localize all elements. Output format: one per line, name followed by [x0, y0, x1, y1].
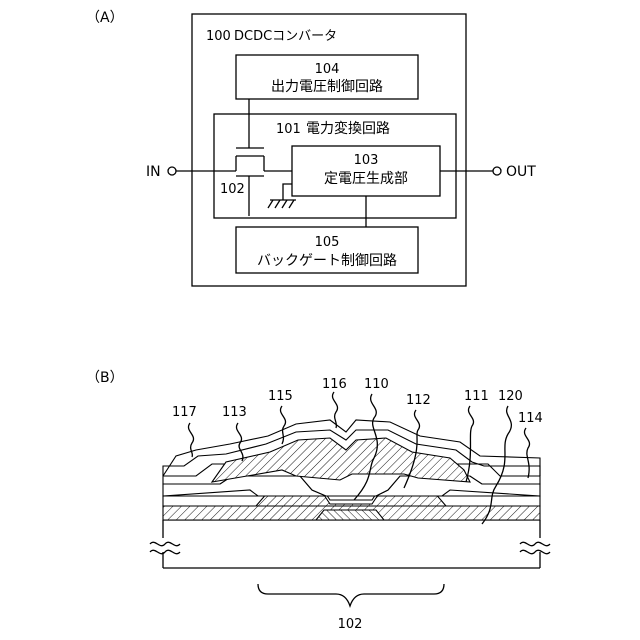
- bottom-brace: [258, 584, 444, 606]
- backgate-control-title: バックゲート制御回路: [257, 253, 397, 269]
- callout-116: 116: [322, 377, 347, 392]
- in-label: IN: [146, 164, 161, 180]
- output-control-title: 出力電圧制御回路: [271, 79, 383, 95]
- panel-b: （B）: [86, 370, 550, 632]
- panel-a: （A） 100 DCDCコンバータ 104 出力電圧制御回路 101 電力変換回…: [86, 10, 536, 286]
- callout-120: 120: [498, 389, 523, 404]
- callout-117: 117: [172, 405, 197, 420]
- constant-voltage-title: 定電圧生成部: [324, 171, 408, 187]
- substrate: [150, 520, 550, 568]
- out-terminal: [493, 167, 501, 175]
- panel-a-label: （A）: [86, 10, 124, 26]
- transistor-symbol: [236, 99, 264, 216]
- callout-110: 110: [364, 377, 389, 392]
- callout-115: 115: [268, 389, 293, 404]
- output-control-number: 104: [315, 62, 340, 77]
- in-terminal: [168, 167, 176, 175]
- layer-120-backgate: [316, 510, 384, 520]
- panel-b-label: （B）: [86, 370, 124, 386]
- callout-112: 112: [406, 393, 431, 408]
- callout-111: 111: [464, 389, 489, 404]
- transistor-number: 102: [220, 182, 245, 197]
- callout-114: 114: [518, 411, 543, 426]
- backgate-control-number: 105: [315, 235, 340, 250]
- constant-voltage-number: 103: [354, 153, 379, 168]
- layer-116-gate: [212, 438, 470, 482]
- out-label: OUT: [506, 164, 536, 180]
- bottom-label: 102: [338, 617, 363, 632]
- power-conversion-title: 電力変換回路: [306, 120, 390, 137]
- converter-number: 100: [206, 29, 231, 44]
- callout-113: 113: [222, 405, 247, 420]
- power-conversion-number: 101: [276, 122, 301, 137]
- converter-title: DCDCコンバータ: [234, 29, 337, 44]
